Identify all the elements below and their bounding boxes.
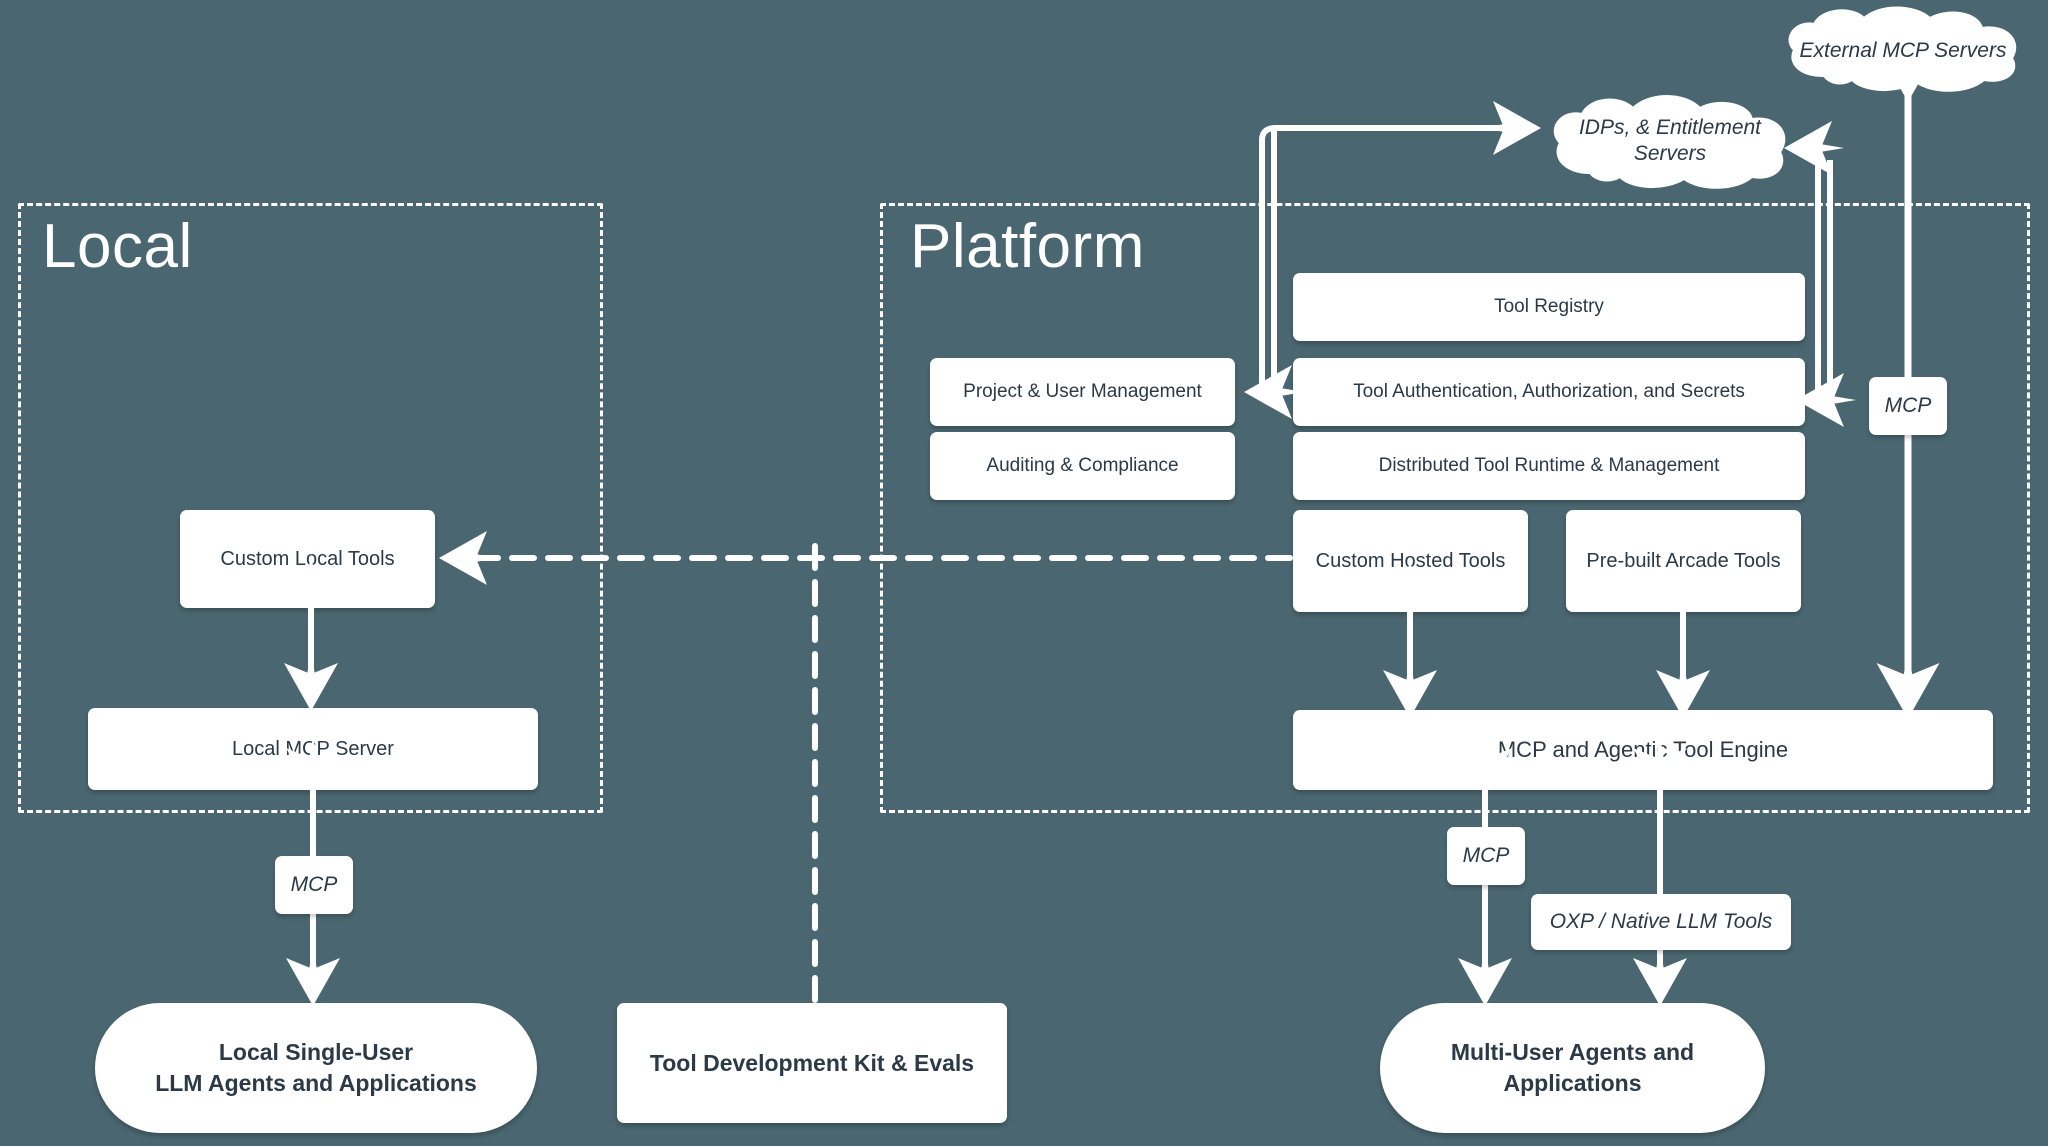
edge-label-external-mcp: MCP bbox=[1869, 377, 1947, 435]
edge-label-platform-mcp: MCP bbox=[1447, 827, 1525, 885]
cloud-external-mcp-servers: External MCP Servers bbox=[1772, 6, 2034, 96]
box-distributed-tool-runtime[interactable]: Distributed Tool Runtime & Management bbox=[1293, 432, 1805, 500]
cloud-shape-idps bbox=[1553, 95, 1786, 189]
box-tool-development-kit[interactable]: Tool Development Kit & Evals bbox=[617, 1003, 1007, 1123]
box-custom-hosted-tools[interactable]: Custom Hosted Tools bbox=[1293, 510, 1528, 612]
pill-multiuser-agents-line2: Applications bbox=[1503, 1070, 1642, 1096]
edge-label-oxp-native-llm-tools: OXP / Native LLM Tools bbox=[1531, 894, 1791, 950]
box-mcp-agentic-tool-engine[interactable]: MCP and Agentic Tool Engine bbox=[1293, 710, 1993, 790]
pill-local-agents[interactable]: Local Single-User LLM Agents and Applica… bbox=[95, 1003, 537, 1133]
pill-local-agents-line1: Local Single-User bbox=[218, 1038, 414, 1065]
pill-multiuser-agents-text: Multi-User Agents and Applications bbox=[1451, 1037, 1694, 1099]
pill-local-agents-line2: LLM Agents and Applications bbox=[155, 1070, 477, 1096]
box-auditing-compliance[interactable]: Auditing & Compliance bbox=[930, 432, 1235, 500]
box-tool-authentication[interactable]: Tool Authentication, Authorization, and … bbox=[1293, 358, 1805, 426]
cloud-shape-external bbox=[1788, 6, 2017, 92]
pill-multiuser-agents[interactable]: Multi-User Agents and Applications bbox=[1380, 1003, 1765, 1133]
zone-local-title: Local bbox=[42, 212, 193, 281]
box-custom-local-tools[interactable]: Custom Local Tools bbox=[180, 510, 435, 608]
box-local-mcp-server[interactable]: Local MCP Server bbox=[88, 708, 538, 790]
edge-label-local-mcp: MCP bbox=[275, 856, 353, 914]
pill-multiuser-agents-line1: Multi-User Agents and bbox=[1450, 1038, 1695, 1065]
cloud-idps-entitlement-servers: IDPs, & Entitlement Servers bbox=[1538, 95, 1802, 195]
box-tool-registry[interactable]: Tool Registry bbox=[1293, 273, 1805, 341]
pill-local-agents-text: Local Single-User LLM Agents and Applica… bbox=[155, 1037, 477, 1099]
box-prebuilt-arcade-tools[interactable]: Pre-built Arcade Tools bbox=[1566, 510, 1801, 612]
zone-platform-title: Platform bbox=[910, 212, 1145, 281]
box-project-user-management[interactable]: Project & User Management bbox=[930, 358, 1235, 426]
